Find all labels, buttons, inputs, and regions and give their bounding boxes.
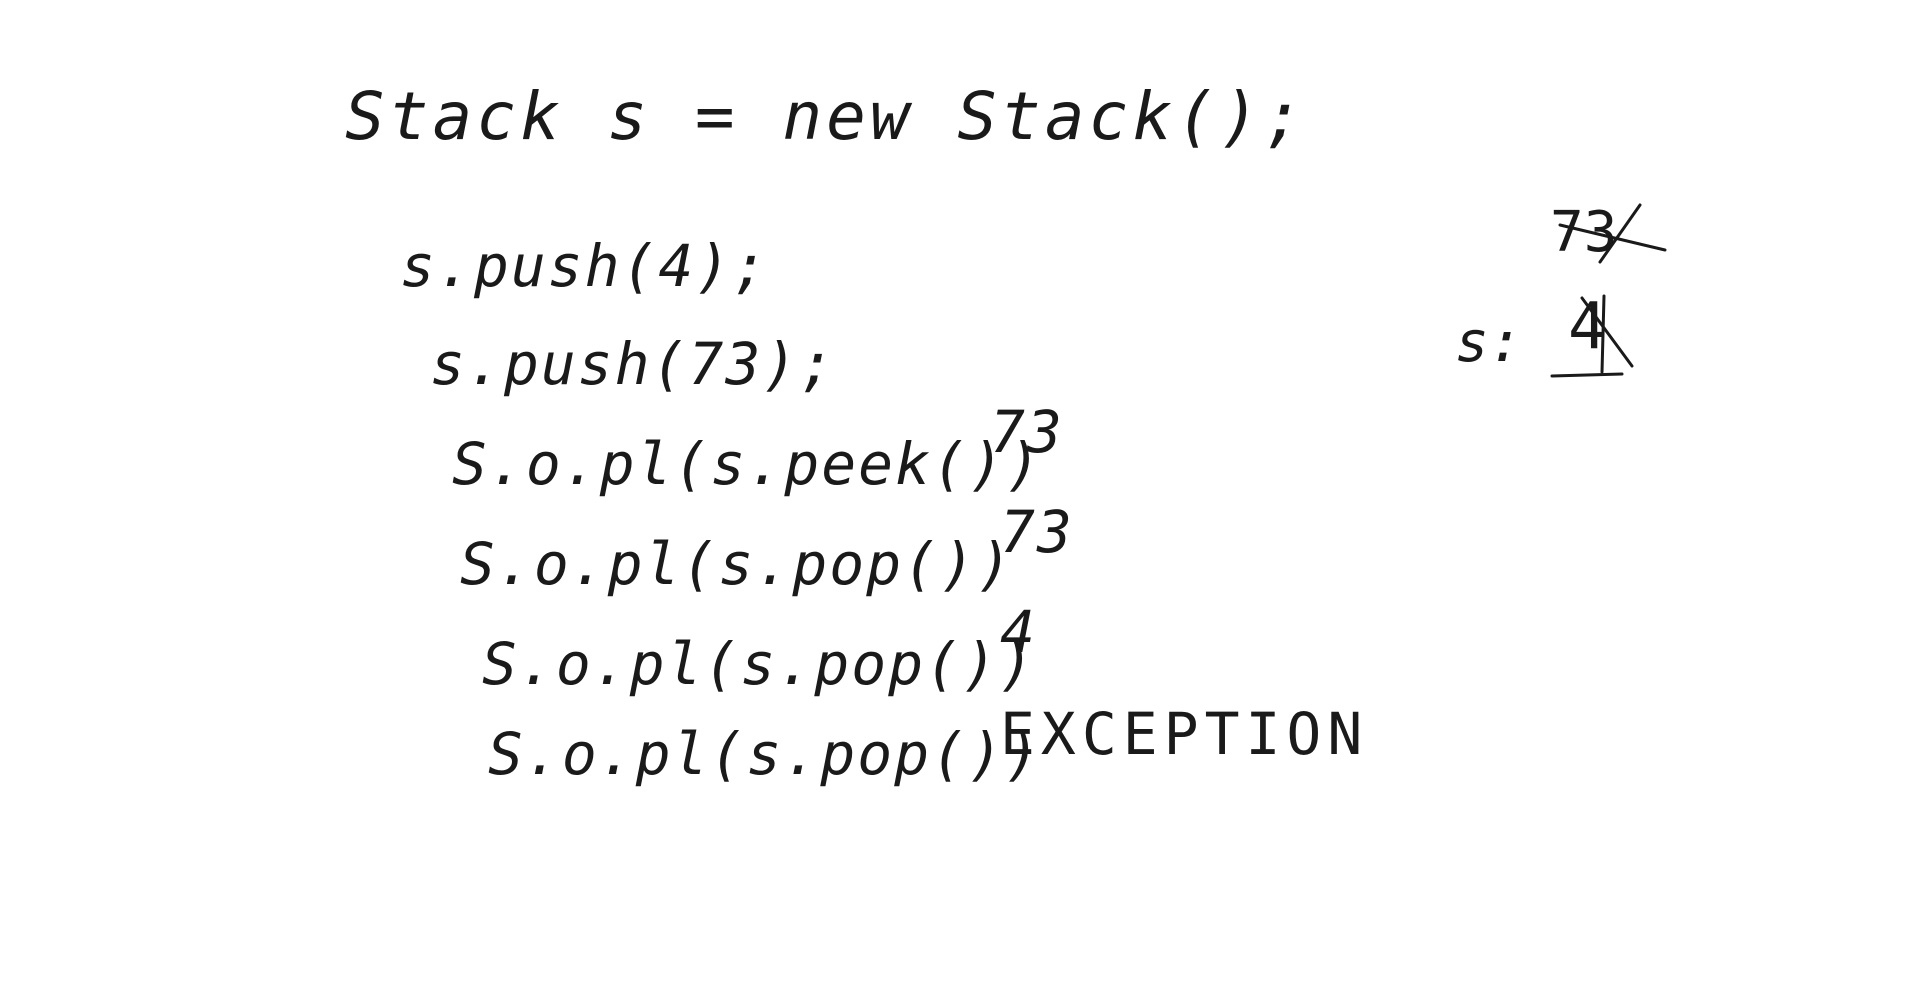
code-line-push-73: s.push(73); <box>430 330 837 398</box>
output-pop-2: 4 <box>1000 598 1037 666</box>
stack-cell-top: 73 <box>1550 200 1618 265</box>
code-line-peek: S.o.pl(s.peek()) <box>452 430 1043 498</box>
code-line-push-4: s.push(4); <box>400 232 770 300</box>
code-line-pop-3: S.o.pl(s.pop()) <box>488 720 1042 788</box>
output-peek: 73 <box>990 398 1064 466</box>
output-pop-1: 73 <box>1000 498 1074 566</box>
code-line-pop-2: S.o.pl(s.pop()) <box>482 630 1036 698</box>
stack-base-line <box>1550 372 1624 378</box>
stack-cell-bottom: 4 <box>1568 290 1607 364</box>
stack-variable-label: s: <box>1455 310 1523 375</box>
code-line-pop-1: S.o.pl(s.pop()) <box>460 530 1014 598</box>
code-heading: Stack s = new Stack(); <box>345 78 1308 155</box>
output-exception: EXCEPTION <box>1000 700 1369 768</box>
